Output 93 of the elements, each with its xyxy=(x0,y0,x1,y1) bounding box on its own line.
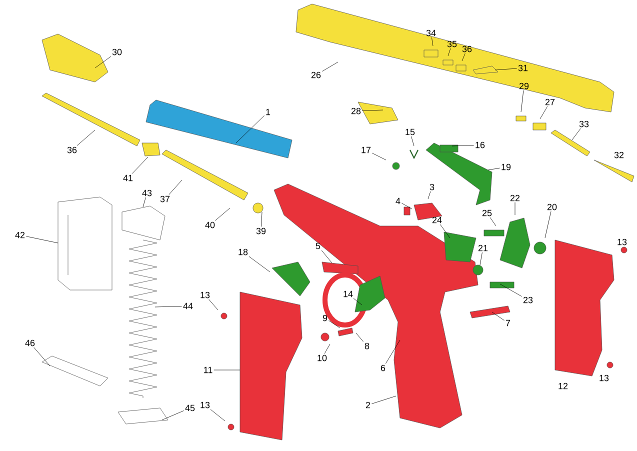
callout-number: 29 xyxy=(519,82,529,90)
callout-number: 46 xyxy=(25,340,35,346)
callout-number: 17 xyxy=(362,146,371,154)
leader-line xyxy=(34,347,50,366)
leader-line xyxy=(372,396,396,404)
callout-number: 30 xyxy=(112,48,122,56)
callout-number: 32 xyxy=(614,152,624,158)
callout-number: 31 xyxy=(518,64,528,72)
callout-number: 45 xyxy=(185,404,195,412)
callout-number: 13 xyxy=(618,238,627,246)
leader-line xyxy=(154,306,182,308)
leader-line xyxy=(402,202,412,210)
leader-line xyxy=(208,299,218,310)
leader-line xyxy=(480,252,482,266)
callout-number: 9 xyxy=(322,314,328,322)
leader-line xyxy=(428,191,431,200)
leader-line xyxy=(452,145,474,146)
leader-line xyxy=(431,37,434,46)
leader-line xyxy=(321,250,332,264)
callout-number: 44 xyxy=(183,302,193,310)
leader-line xyxy=(492,312,504,321)
callout-number: 23 xyxy=(523,296,533,304)
callout-number: 15 xyxy=(406,128,415,136)
leader-line xyxy=(236,115,264,144)
leader-line xyxy=(494,68,517,70)
leader-line xyxy=(353,298,362,306)
leader-line xyxy=(490,217,496,226)
callout-number: 13 xyxy=(200,292,210,298)
callout-number: 35 xyxy=(447,40,457,48)
callout-number: 13 xyxy=(600,374,609,382)
leader-line xyxy=(500,284,522,297)
callout-number: 6 xyxy=(380,364,386,372)
callout-number: 20 xyxy=(547,204,557,210)
leader-line xyxy=(76,130,96,146)
leader-line xyxy=(324,344,330,354)
leader-line xyxy=(411,136,414,146)
callout-number: 40 xyxy=(205,222,215,228)
callout-number: 43 xyxy=(142,190,152,196)
callout-number: 14 xyxy=(344,290,353,298)
callout-number: 41 xyxy=(123,174,133,182)
callout-number: 12 xyxy=(558,382,568,390)
leader-line xyxy=(544,211,552,238)
leader-line xyxy=(572,128,581,140)
callout-number: 24 xyxy=(432,216,442,224)
callout-number: 5 xyxy=(316,242,320,250)
callout-number: 27 xyxy=(545,98,555,106)
callout-number: 25 xyxy=(482,210,492,216)
leader-line xyxy=(462,53,466,62)
callout-number: 2 xyxy=(366,402,370,408)
callout-number: 37 xyxy=(160,196,170,202)
callout-number: 3 xyxy=(430,184,434,190)
callout-number: 28 xyxy=(351,108,361,114)
leader-line xyxy=(168,180,182,195)
leader-line xyxy=(132,156,148,174)
leader-line xyxy=(440,224,450,238)
leader-line xyxy=(514,202,516,216)
leader-line xyxy=(261,212,262,227)
leader-line xyxy=(356,332,364,342)
leader-line xyxy=(142,197,146,208)
callout-number: 39 xyxy=(256,228,266,234)
callout-number: 18 xyxy=(238,248,248,256)
callout-number: 4 xyxy=(396,198,400,204)
leader-line xyxy=(362,110,384,111)
callout-number: 42 xyxy=(15,232,25,238)
callout-number: 10 xyxy=(318,354,327,362)
callout-number: 1 xyxy=(266,108,270,116)
leader-line xyxy=(162,410,184,420)
leader-line xyxy=(488,168,500,170)
leader-line xyxy=(248,256,270,272)
callout-number: 36 xyxy=(462,46,472,52)
callout-number: 11 xyxy=(204,366,212,374)
callout-number: 16 xyxy=(476,142,485,148)
leader-line xyxy=(210,409,226,422)
leader-line xyxy=(328,320,340,328)
leader-line xyxy=(214,208,230,221)
leader-line xyxy=(520,90,524,112)
leader-line xyxy=(322,62,338,72)
leader-line xyxy=(94,56,112,68)
callout-number: 13 xyxy=(200,402,210,408)
callout-number: 22 xyxy=(510,194,520,202)
callout-number: 7 xyxy=(506,320,510,326)
leader-line xyxy=(540,106,548,120)
callout-number: 19 xyxy=(502,164,511,170)
callout-number: 33 xyxy=(579,120,589,128)
leader-line xyxy=(385,340,400,364)
leader-line xyxy=(372,152,386,160)
callout-number: 36 xyxy=(67,146,77,154)
callout-number: 8 xyxy=(364,342,370,350)
leader-line xyxy=(448,48,451,56)
leader-line xyxy=(26,236,58,244)
callout-number: 26 xyxy=(311,72,321,78)
callout-number: 34 xyxy=(426,30,436,36)
callout-number: 21 xyxy=(478,244,488,252)
